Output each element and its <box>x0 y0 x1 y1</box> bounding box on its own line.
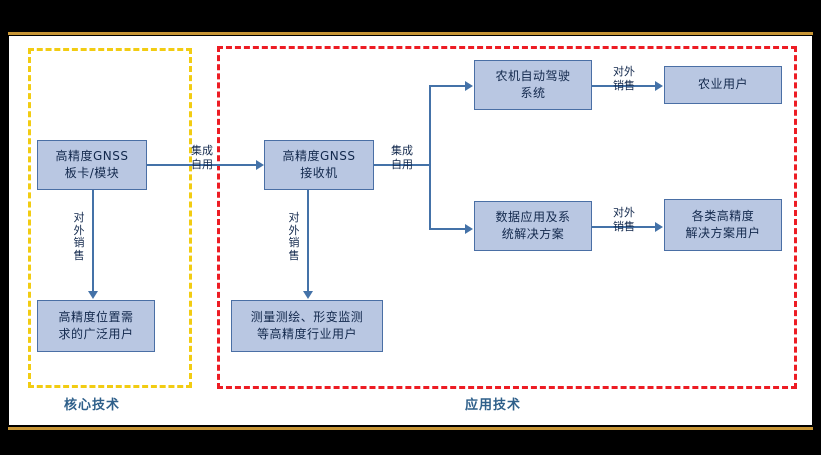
edge-label-recv-branch: 集成 自用 <box>377 144 427 172</box>
zone-app-label: 应用技术 <box>465 398 522 413</box>
node-survey-deformation-industry-users[interactable]: 测量测绘、形变监测 等高精度行业用户 <box>231 300 383 352</box>
connector-auto-to-agri <box>592 85 656 87</box>
arrowhead-to-auto-system-icon <box>465 81 473 91</box>
node-data-application-system-solution[interactable]: 数据应用及系 统解决方案 <box>474 201 592 251</box>
edge-label-board-wide-char3: 销 <box>73 236 85 250</box>
zone-application-technology <box>217 46 797 389</box>
edge-label-board-wide-char2: 外 <box>73 223 85 237</box>
connector-receiver-to-survey-users <box>307 190 309 292</box>
edge-label-data-sol-line2: 销售 <box>613 219 635 233</box>
arrowhead-board-to-receiver-icon <box>256 160 264 170</box>
node-agri-line1: 农业用户 <box>697 77 748 92</box>
node-data-line1: 数据应用及系 <box>495 209 571 224</box>
edge-label-recv-survey-char3: 销 <box>288 236 300 250</box>
connector-board-to-wide-users <box>92 190 94 292</box>
node-wide-line1: 高精度位置需 <box>58 309 134 324</box>
edge-label-board-wide-char4: 售 <box>73 248 85 262</box>
node-auto-line2: 系统 <box>520 86 546 100</box>
edge-label-recv-survey-char2: 外 <box>288 223 300 237</box>
node-recv-line1: 高精度GNSS <box>282 148 356 163</box>
branch-arm-top <box>429 85 466 87</box>
edge-label-recv-branch-line2: 自用 <box>391 157 413 171</box>
node-recv-line2: 接收机 <box>300 166 338 180</box>
node-board-line1: 高精度GNSS <box>55 148 129 163</box>
branch-arm-bottom <box>429 228 466 230</box>
edge-label-board-wide-char1: 对 <box>73 211 85 224</box>
node-board-line2: 板卡/模块 <box>64 166 120 180</box>
edge-label-board-recv: 集成 自用 <box>175 144 229 172</box>
node-high-precision-solution-users[interactable]: 各类高精度 解决方案用户 <box>664 199 782 251</box>
edge-label-auto-agri: 对外 销售 <box>598 65 650 93</box>
zone-core-label: 核心技术 <box>64 398 121 413</box>
node-gnss-board-module[interactable]: 高精度GNSS 板卡/模块 <box>37 140 147 190</box>
edge-label-data-sol: 对外 销售 <box>598 206 650 234</box>
edge-label-recv-branch-line1: 集成 <box>391 144 413 157</box>
node-agriculture-users[interactable]: 农业用户 <box>664 66 782 104</box>
connector-receiver-to-branch <box>374 164 430 166</box>
node-wide-line2: 求的广泛用户 <box>58 327 134 341</box>
node-sol-line1: 各类高精度 <box>691 208 755 223</box>
edge-label-auto-agri-line1: 对外 <box>613 65 635 78</box>
node-survey-line2: 等高精度行业用户 <box>256 327 357 341</box>
node-agricultural-autodrive-system[interactable]: 农机自动驾驶 系统 <box>474 60 592 110</box>
node-data-line2: 统解决方案 <box>501 227 565 241</box>
edge-label-recv-survey-char1: 对 <box>288 211 300 224</box>
edge-label-board-recv-line1: 集成 <box>191 144 213 157</box>
node-auto-line1: 农机自动驾驶 <box>495 68 571 83</box>
flowchart-area: 核心技术 应用技术 集成 自用 集成 自用 对外 销售 对 <box>9 36 812 425</box>
arrowhead-data-to-solution-icon <box>655 222 663 232</box>
connector-board-to-receiver <box>147 164 257 166</box>
edge-label-data-sol-line1: 对外 <box>613 206 635 219</box>
arrowhead-receiver-to-survey-users-icon <box>303 291 313 299</box>
edge-label-board-recv-line2: 自用 <box>191 157 213 171</box>
zone-core-technology <box>28 48 192 388</box>
node-sol-line2: 解决方案用户 <box>685 226 761 240</box>
edge-label-recv-survey-char4: 售 <box>288 248 300 262</box>
top-divider-rule <box>8 32 813 35</box>
bottom-divider-rule <box>8 427 813 430</box>
node-survey-line1: 测量测绘、形变监测 <box>250 309 364 324</box>
arrowhead-board-to-wide-users-icon <box>88 291 98 299</box>
branch-trunk-vertical <box>429 85 431 230</box>
arrowhead-auto-to-agri-icon <box>655 81 663 91</box>
edge-label-board-wide: 对 外 销 售 <box>72 211 86 263</box>
node-gnss-receiver[interactable]: 高精度GNSS 接收机 <box>264 140 374 190</box>
node-broad-positioning-demand-users[interactable]: 高精度位置需 求的广泛用户 <box>37 300 155 352</box>
edge-label-recv-survey: 对 外 销 售 <box>287 211 301 263</box>
connector-data-to-solution <box>592 226 656 228</box>
arrowhead-to-data-solution-icon <box>465 224 473 234</box>
edge-label-auto-agri-line2: 销售 <box>613 78 635 92</box>
